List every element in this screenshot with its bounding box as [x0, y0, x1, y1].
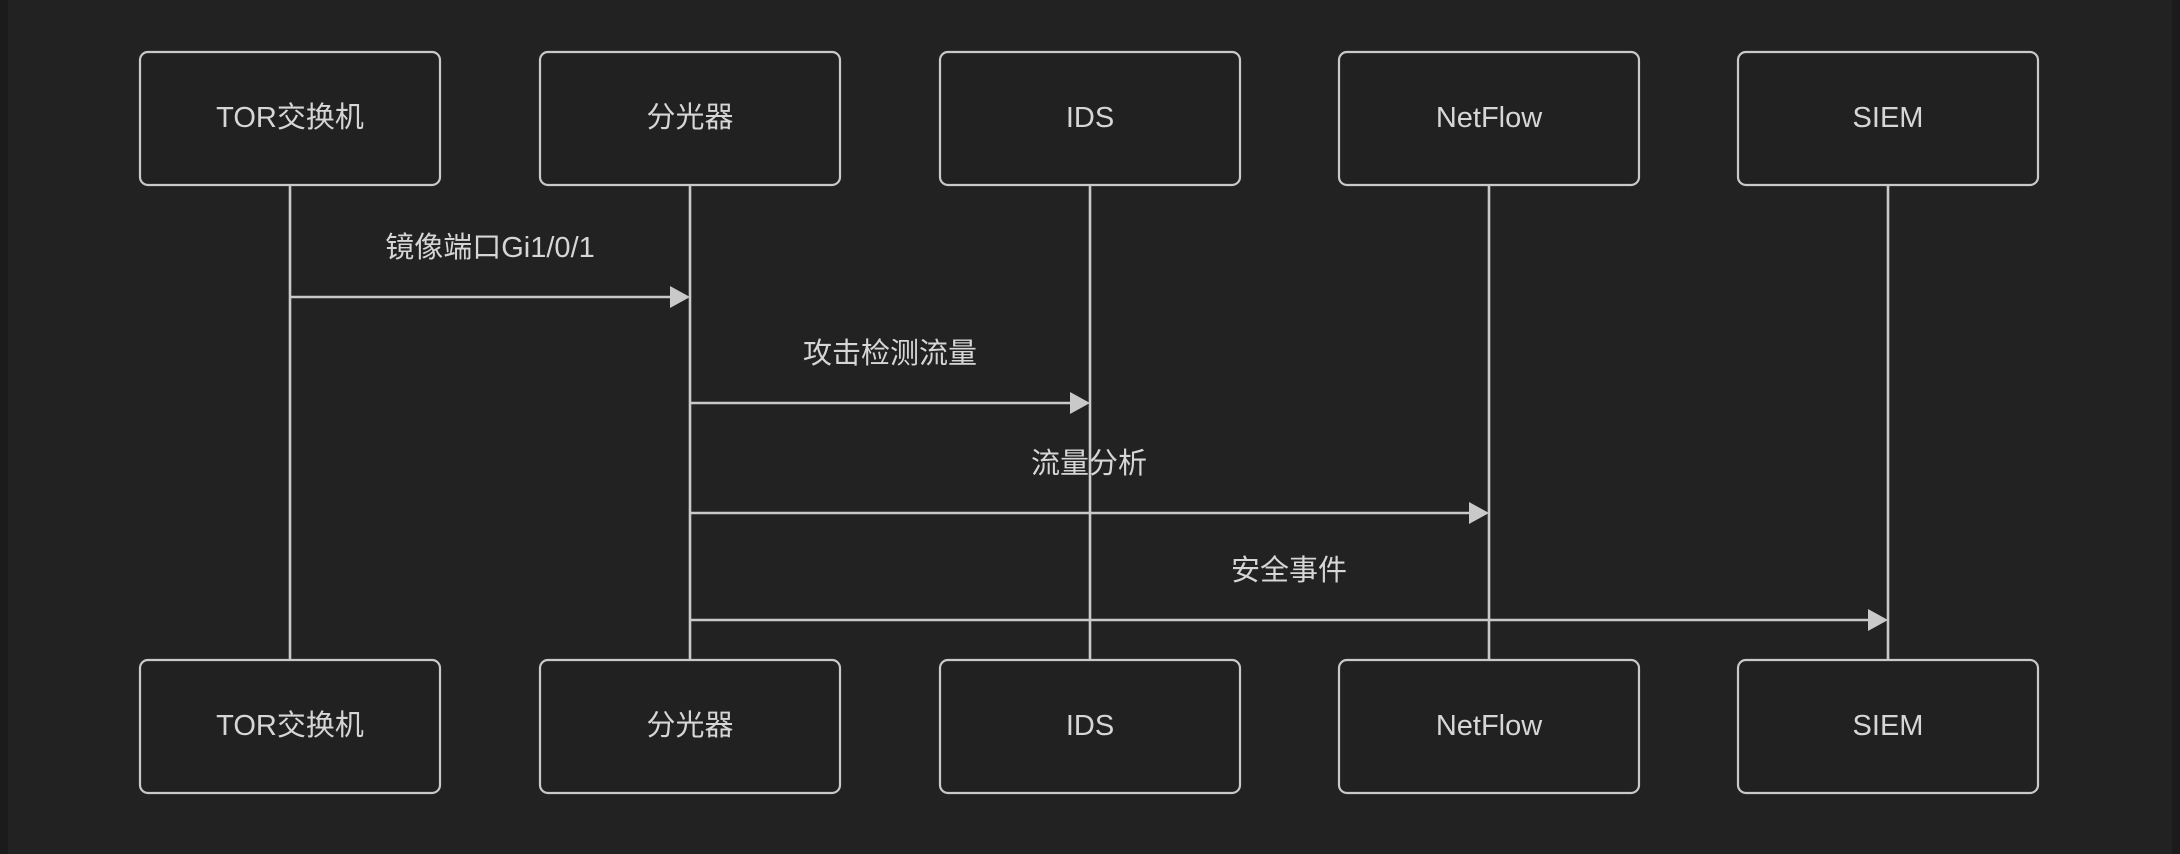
participant-header-netflow[interactable]: NetFlow [1337, 50, 1641, 187]
message-arrowhead-icon [1868, 609, 1888, 631]
participant-footer-siem[interactable]: SIEM [1736, 658, 2040, 795]
participant-box[interactable] [138, 658, 442, 795]
participant-box[interactable] [1337, 50, 1641, 187]
participant-box[interactable] [1736, 658, 2040, 795]
message-arrowhead-icon [1469, 502, 1489, 524]
message-arrowhead-icon [670, 286, 690, 308]
participant-header-ids[interactable]: IDS [938, 50, 1242, 187]
page-gutter-right [2172, 0, 2180, 854]
participant-footer-netflow[interactable]: NetFlow [1337, 658, 1641, 795]
participant-footer-ids[interactable]: IDS [938, 658, 1242, 795]
participant-box[interactable] [938, 658, 1242, 795]
message-label: 流量分析 [1031, 447, 1147, 480]
participant-box[interactable] [538, 658, 842, 795]
participant-box[interactable] [938, 50, 1242, 187]
lifelines-layer [288, 185, 1890, 660]
message-label: 攻击检测流量 [803, 337, 977, 370]
page-gutter-left [0, 0, 8, 854]
message-arrowhead-icon [1070, 392, 1090, 414]
participant-box[interactable] [1736, 50, 2040, 187]
participant-label: IDS [1066, 102, 1114, 134]
participant-label: SIEM [1853, 710, 1924, 742]
participant-label: IDS [1066, 710, 1114, 742]
participant-footer-tap[interactable]: 分光器 [538, 658, 842, 795]
participant-header-siem[interactable]: SIEM [1736, 50, 2040, 187]
message-label: 镜像端口Gi1/0/1 [385, 231, 595, 264]
participant-label: NetFlow [1436, 710, 1543, 742]
header-participants-layer: TOR交换机 分光器 IDS NetFlow SIEM [138, 50, 2040, 187]
participant-label: NetFlow [1436, 102, 1543, 134]
participant-footer-tor[interactable]: TOR交换机 [138, 658, 442, 795]
message-2[interactable]: 攻击检测流量 [690, 337, 1090, 414]
participant-box[interactable] [538, 50, 842, 187]
participant-label: SIEM [1853, 102, 1924, 134]
message-1[interactable]: 镜像端口Gi1/0/1 [290, 231, 690, 308]
participant-label: TOR交换机 [216, 101, 364, 134]
message-label: 安全事件 [1231, 554, 1347, 587]
message-4[interactable]: 安全事件 [690, 554, 1888, 631]
participant-label: 分光器 [646, 101, 733, 134]
participant-label: TOR交换机 [216, 709, 364, 742]
participant-header-tap[interactable]: 分光器 [538, 50, 842, 187]
message-3[interactable]: 流量分析 [690, 447, 1489, 524]
participant-box[interactable] [138, 50, 442, 187]
footer-participants-layer: TOR交换机 分光器 IDS NetFlow SIEM [138, 658, 2040, 795]
participant-box[interactable] [1337, 658, 1641, 795]
participant-label: 分光器 [646, 709, 733, 742]
participant-header-tor[interactable]: TOR交换机 [138, 50, 442, 187]
